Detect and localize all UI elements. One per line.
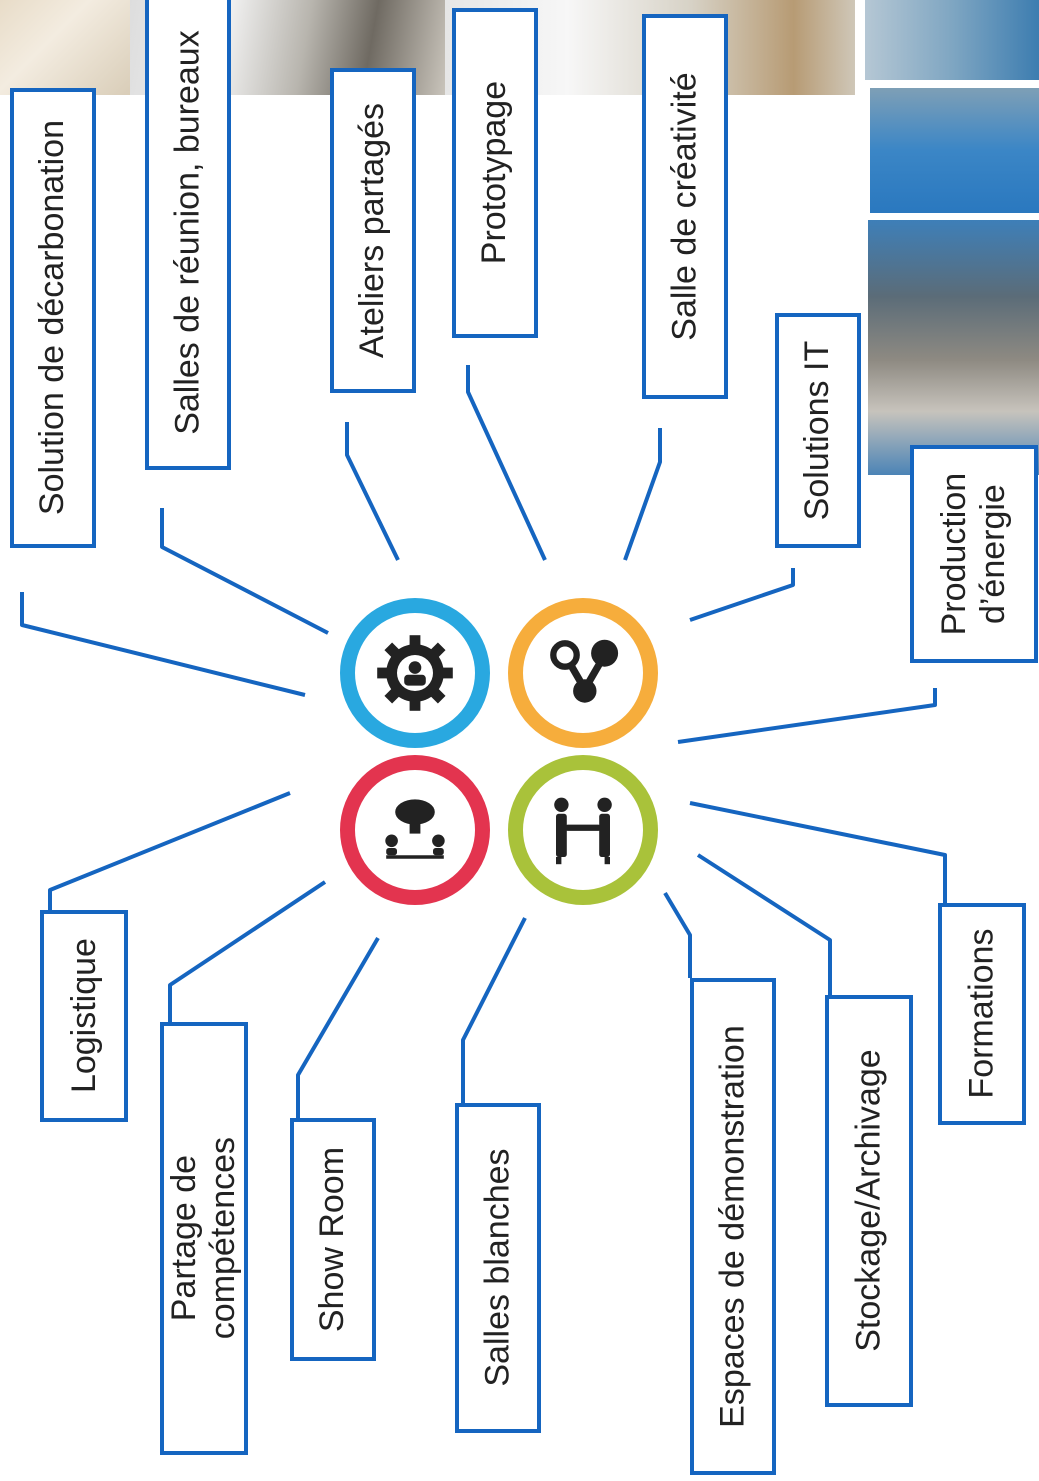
connector-reunion [160,508,329,635]
connector-logistique [48,791,291,910]
hub-gear-circle [340,598,490,748]
connector-ateliers [345,422,400,561]
photo-container-top [865,0,1039,80]
people-handshake-icon [554,797,612,865]
photo-container-interior [868,220,1039,475]
gear-person-icon [377,635,453,711]
label-production-energie: Production d’énergie [910,445,1038,663]
connector-decarbonation [20,592,306,697]
hub-meeting-circle [340,755,490,905]
label-salles-blanches: Salles blanches [455,1103,541,1433]
label-salles-reunion: Salles de réunion, bureaux [145,0,231,470]
connector-stockage [696,853,832,995]
label-ateliers-partages: Ateliers partagés [330,68,416,393]
connector-production [677,688,937,744]
connector-prototypage [466,365,547,561]
label-stockage-archivage: Stockage/Archivage [825,995,913,1407]
connector-salles-blanches [461,917,527,1103]
label-espaces-demonstration: Espaces de démonstration [690,978,776,1475]
label-formations: Formations [938,903,1026,1125]
connector-creativite [623,428,662,561]
connector-solutions-it [689,568,795,622]
hub-handshake-circle [508,755,658,905]
connector-espaces [663,891,692,978]
label-logistique: Logistique [40,910,128,1122]
connector-formations [689,801,947,903]
label-salle-creativite: Salle de créativité [642,14,728,399]
hub-network-circle [508,598,658,748]
label-solutions-it: Solutions IT [775,313,861,548]
connector-partage [168,880,327,1022]
label-solution-decarbonation: Solution de décarbonation [10,88,96,548]
people-meeting-icon [385,799,445,859]
network-nodes-icon [550,639,619,703]
label-prototypage: Prototypage [452,8,538,338]
label-partage-competences: Partage de compétences [160,1022,248,1455]
photo-container-mid [870,88,1039,213]
photo-strip-left [0,0,130,95]
connector-show-room [296,936,380,1118]
label-show-room: Show Room [290,1118,376,1361]
